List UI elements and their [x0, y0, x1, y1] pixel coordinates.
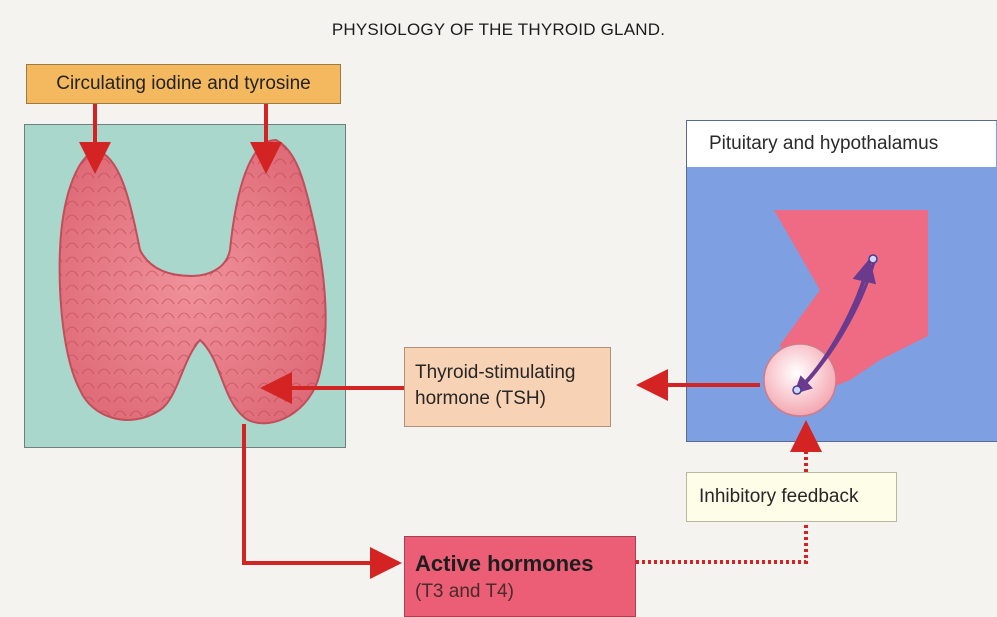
input-label-box: Circulating iodine and tyrosine — [26, 64, 341, 104]
tsh-box: Thyroid-stimulating hormone (TSH) — [404, 347, 611, 427]
active-hormones-box: Active hormones (T3 and T4) — [404, 536, 636, 617]
active-hormones-subtitle: (T3 and T4) — [415, 581, 635, 603]
tsh-label-line-1: Thyroid-stimulating — [415, 360, 610, 386]
pituitary-label: Pituitary and hypothalamus — [687, 121, 996, 167]
active-hormones-title: Active hormones — [415, 551, 635, 577]
pituitary-shape — [764, 210, 928, 416]
thyroid-gland — [60, 140, 326, 423]
tsh-label-line-2: hormone (TSH) — [415, 386, 610, 412]
inhibitory-feedback-box: Inhibitory feedback — [686, 472, 897, 522]
